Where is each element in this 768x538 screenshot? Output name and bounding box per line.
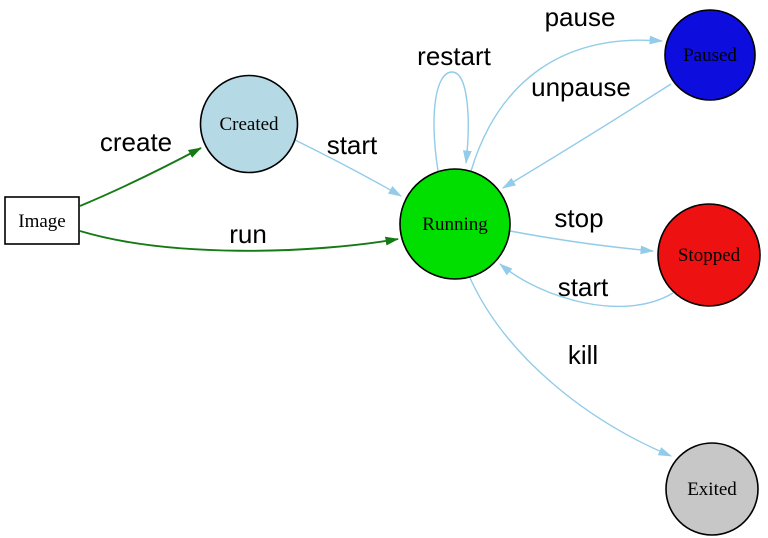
node-image: Image xyxy=(4,196,80,245)
node-running-shape xyxy=(399,168,511,280)
edges xyxy=(79,35,674,457)
node-exited: Exited xyxy=(665,442,759,536)
edge-label-run: run xyxy=(229,219,267,249)
edge-labels: create run start restart pause unpause s… xyxy=(100,2,631,370)
edge-unpause xyxy=(502,83,672,189)
edge-kill xyxy=(469,277,672,457)
edge-stop xyxy=(509,230,654,255)
node-created-shape xyxy=(199,74,299,174)
edge-label-pause: pause xyxy=(545,2,616,32)
node-paused: Paused xyxy=(664,9,756,101)
edge-start-stopped-running xyxy=(499,263,674,308)
node-image-label: Image xyxy=(18,211,65,232)
node-stopped-label: Stopped xyxy=(678,245,741,266)
edge-restart-self-loop xyxy=(433,71,472,172)
edge-pause xyxy=(470,35,663,172)
edge-label-start-created: start xyxy=(327,130,378,160)
edge-label-unpause: unpause xyxy=(531,72,631,102)
edge-create xyxy=(79,147,202,207)
node-paused-label: Paused xyxy=(683,45,737,66)
node-paused-shape xyxy=(664,9,756,101)
node-exited-shape xyxy=(665,442,759,536)
node-running: Running xyxy=(399,168,511,280)
edge-label-create: create xyxy=(100,127,172,157)
node-stopped: Stopped xyxy=(657,203,761,307)
edge-label-start-stopped: start xyxy=(558,272,609,302)
node-running-label: Running xyxy=(422,214,488,235)
node-exited-label: Exited xyxy=(687,479,737,500)
node-stopped-shape xyxy=(657,203,761,307)
edge-run xyxy=(79,230,399,252)
node-image-shape xyxy=(4,196,80,245)
node-created: Created xyxy=(199,74,299,174)
nodes: Image Created Running Paused Stopped Exi xyxy=(4,9,761,536)
node-created-label: Created xyxy=(219,114,279,135)
edge-label-kill: kill xyxy=(568,340,598,370)
edge-label-restart: restart xyxy=(417,41,491,71)
edge-start-created-running xyxy=(294,139,402,197)
edge-label-stop: stop xyxy=(554,203,603,233)
